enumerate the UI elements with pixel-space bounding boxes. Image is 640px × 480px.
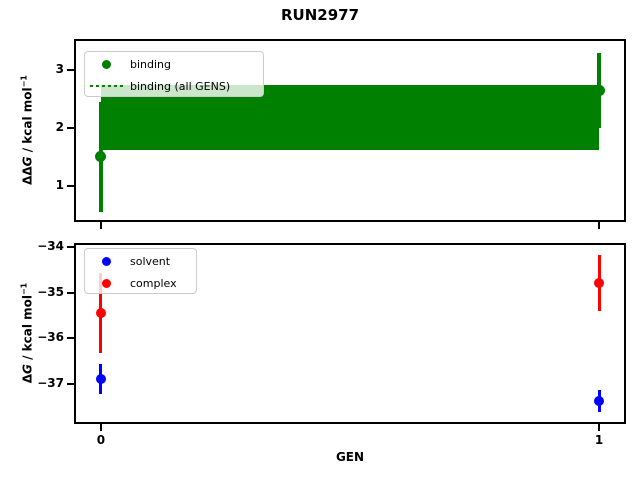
solvent-point-0 [95,374,106,384]
binding-point-1 [593,84,605,96]
bottom-y-tick-label: −36 [37,330,64,345]
top-axes [74,39,626,222]
binding-legend-dot-icon [102,59,111,69]
top-x-tick [598,222,601,229]
figure-title: RUN2977 [280,6,360,24]
bottom-y-tick [67,245,74,248]
bottom-axes [74,243,626,424]
solvent-legend-dot-icon [102,256,111,266]
solvent-point-1 [594,395,605,406]
top-x-tick [99,222,102,229]
complex-point-1 [594,277,605,288]
bottom-y-tick-label: −35 [37,284,64,299]
bottom-y-tick [67,291,74,294]
solvent-legend-label: solvent [130,254,171,268]
top-y-tick [67,126,74,129]
top-y-tick [67,68,74,71]
bottom-x-tick [598,424,601,431]
bottom-y-tick-label: −34 [37,238,64,253]
bottom-x-tick [99,424,102,431]
binding-legend-label: binding [130,57,172,71]
x-axis-label: GEN [335,450,365,464]
binding (all GENS)-legend-label: binding (all GENS) [130,79,231,93]
top-y-tick-label: 1 [55,177,64,192]
complex-legend-label: complex [130,276,177,290]
complex-point-0 [95,308,106,319]
top-legend: binding binding (all GENS) [84,51,264,97]
top-y-tick-label: 3 [55,61,64,76]
bottom-y-tick [67,337,74,340]
bottom-y-tick [67,383,74,386]
bottom-legend: solvent complex [84,248,197,294]
binding (all GENS)-legend-dotted-line-icon [90,85,124,87]
top-y-tick-label: 2 [55,119,64,134]
bottom-y-tick-label: −37 [37,376,64,391]
binding-point-0 [95,151,107,163]
bottom-x-tick-label: 1 [594,433,604,447]
bottom-x-tick-label: 0 [96,433,106,447]
top-y-tick [67,184,74,187]
complex-legend-dot-icon [102,278,111,288]
